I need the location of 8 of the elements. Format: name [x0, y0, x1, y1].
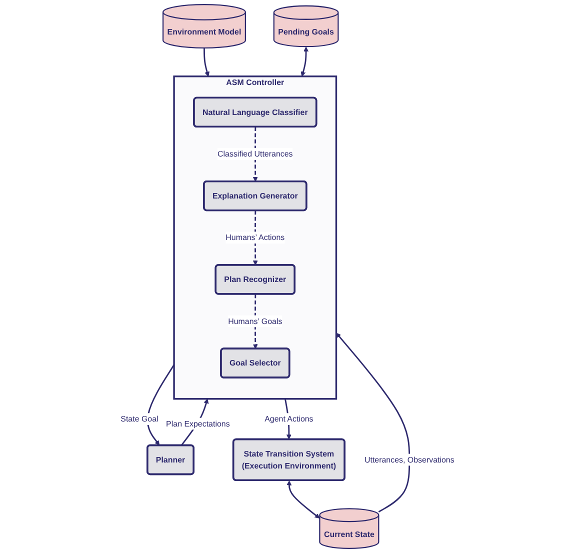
arrow — [286, 480, 320, 518]
arrow — [147, 364, 175, 446]
arrow — [204, 48, 210, 77]
arrow — [252, 210, 258, 266]
arrow — [300, 46, 309, 77]
arrow — [252, 294, 258, 350]
arrow — [252, 126, 258, 182]
arrow — [336, 332, 410, 512]
